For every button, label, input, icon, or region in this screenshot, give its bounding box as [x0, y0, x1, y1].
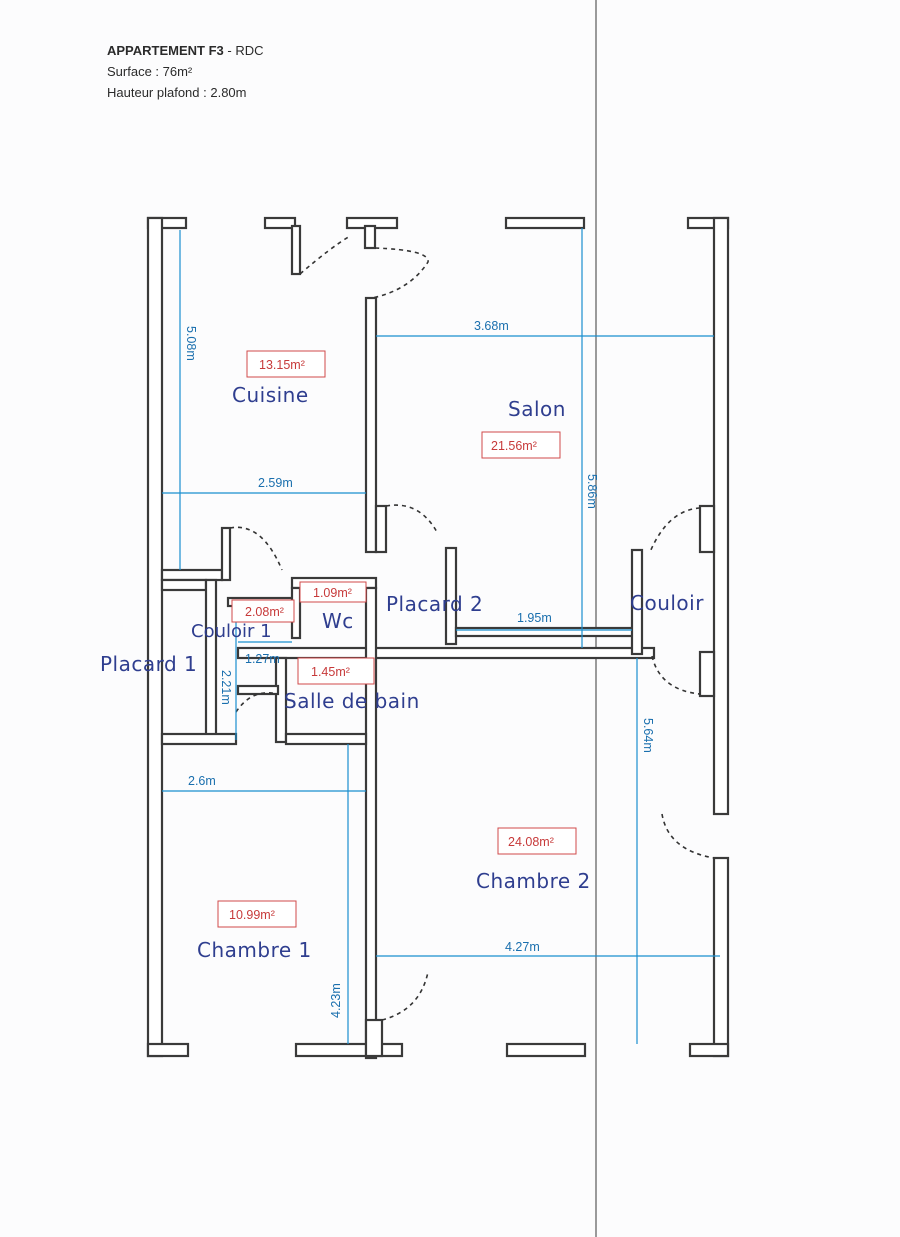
- dim-couloir1-height: 2.21m: [219, 670, 233, 705]
- wall-kitchen-jamb: [220, 526, 232, 582]
- dim-cuisine-width: 2.59m: [258, 476, 293, 490]
- room-chambre1: Chambre 1: [197, 938, 312, 962]
- area-badges: 13.15m² 21.56m² 1.09m² 2.08m² 1.45m² 10.…: [217, 350, 577, 928]
- dim-cuisine-height: 5.08m: [184, 326, 198, 361]
- wall-corridor-horizontal: [236, 646, 656, 660]
- room-chambre2: Chambre 2: [476, 869, 591, 893]
- room-placard1: Placard 1: [100, 652, 197, 676]
- wall-couloir-right-left: [630, 548, 644, 656]
- area-chambre1: 10.99m²: [229, 908, 275, 922]
- room-cuisine: Cuisine: [232, 383, 309, 407]
- wall-sdb-left: [274, 656, 288, 744]
- wall-sdb-bottom: [284, 732, 368, 746]
- area-cuisine: 13.15m²: [259, 358, 305, 372]
- dim-ch2-height: 5.64m: [641, 718, 655, 753]
- wall-kitchen-bottom-left: [160, 568, 224, 582]
- wall-placard1-top: [160, 578, 208, 592]
- wall-top-kitchen: [263, 216, 297, 230]
- door-sdb: [235, 692, 279, 713]
- door-couloir-right-upper: [649, 507, 701, 553]
- wall-jamb-mid: [363, 224, 377, 250]
- dim-ch2-width: 4.27m: [505, 940, 540, 954]
- wall-right-outer-upper: [712, 216, 730, 816]
- wall-ch1-door-jamb: [364, 1018, 384, 1058]
- door-kitchen-top: [299, 235, 351, 275]
- wall-placard2-left: [374, 504, 388, 554]
- room-couloir-right: Couloir: [630, 591, 704, 615]
- room-labels: Cuisine Salon Placard 2 Couloir Couloir …: [100, 383, 704, 962]
- wall-placard2-right: [444, 546, 458, 646]
- plan-title-level: - RDC: [223, 43, 264, 58]
- area-wc: 1.09m²: [313, 586, 352, 600]
- area-box-wc: [299, 581, 367, 603]
- dim-ch1-height: 4.23m: [329, 983, 343, 1018]
- room-placard2: Placard 2: [386, 592, 483, 616]
- plan-header: APPARTEMENT F3 - RDC Surface : 76m² Haut…: [107, 40, 263, 103]
- area-box-sdb: [297, 657, 375, 685]
- dim-salon-height: 5.86m: [585, 474, 599, 509]
- wall-top-salon: [504, 216, 586, 230]
- room-sdb: Salle de bain: [284, 689, 420, 713]
- wall-placard1-right: [204, 578, 218, 744]
- wall-ch1-ch2: [364, 586, 378, 1060]
- wall-bottom-left: [146, 1042, 190, 1058]
- surface-text: Surface : 76m²: [107, 64, 193, 79]
- wall-jamb-kitchen: [290, 224, 302, 276]
- dim-placard2-width: 1.95m: [517, 611, 552, 625]
- wall-sdb-jamb: [236, 684, 280, 696]
- area-chambre2: 24.08m²: [508, 835, 554, 849]
- wall-placard1-bottom: [160, 732, 238, 746]
- area-box-chambre2: [497, 827, 577, 855]
- area-box-salon: [481, 431, 561, 459]
- dim-couloir1-width: 1.27m: [245, 652, 280, 666]
- dim-ch1-width: 2.6m: [188, 774, 216, 788]
- door-couloir-right-lower: [651, 655, 701, 695]
- area-box-couloir1: [231, 599, 295, 623]
- door-placard2: [385, 504, 439, 535]
- wall-placard2-bottom: [454, 626, 636, 638]
- room-wc: Wc: [322, 609, 354, 633]
- room-salon: Salon: [508, 397, 566, 421]
- plan-title-bold: APPARTEMENT F3: [107, 43, 224, 58]
- wall-bottom-right: [688, 1042, 730, 1058]
- area-box-cuisine: [246, 350, 326, 378]
- wall-couloir-right-upper: [698, 504, 716, 554]
- dimension-labels: 5.08m 2.59m 3.68m 5.86m 1.95m 1.27m 2.21…: [184, 319, 655, 1018]
- wall-kitchen-salon: [364, 296, 378, 554]
- doors: [229, 235, 715, 1021]
- ceiling-height-text: Hauteur plafond : 2.80m: [107, 85, 247, 100]
- wall-bottom-mid: [294, 1042, 404, 1058]
- plan-title: APPARTEMENT F3 - RDC: [107, 40, 263, 61]
- room-couloir1: Couloir 1: [191, 621, 272, 642]
- door-chambre1: [381, 971, 429, 1021]
- walls: [146, 216, 730, 1060]
- door-kitchen-bottom: [229, 526, 283, 571]
- area-salon: 21.56m²: [491, 439, 537, 453]
- dim-salon-width: 3.68m: [474, 319, 509, 333]
- area-box-chambre1: [217, 900, 297, 928]
- area-couloir1: 2.08m²: [245, 605, 284, 619]
- door-salon-top: [371, 247, 429, 299]
- dimension-lines: [162, 228, 720, 1044]
- area-sdb: 1.45m²: [311, 665, 350, 679]
- wall-left-outer: [146, 216, 164, 1058]
- wall-bottom-chambre2: [505, 1042, 587, 1058]
- wall-couloir-right-lower: [698, 650, 716, 698]
- door-chambre2-exterior: [661, 813, 715, 859]
- wall-right-outer-lower: [712, 856, 730, 1058]
